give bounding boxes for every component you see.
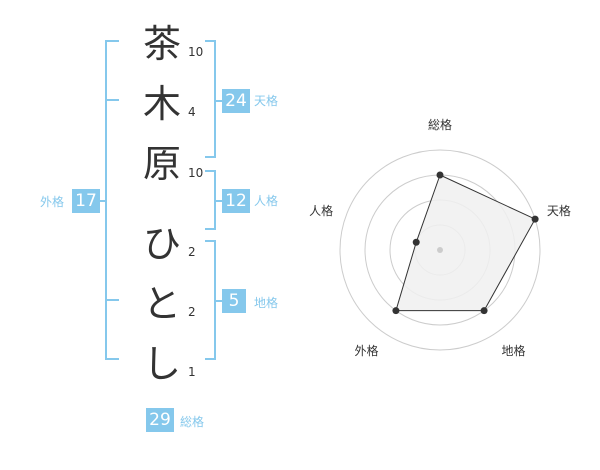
radar-point-3 xyxy=(480,307,488,315)
jinkaku-bracket-tick-bottom xyxy=(205,228,216,230)
gaikaku-badge: 17 xyxy=(72,189,100,213)
chikaku-bracket-connector xyxy=(214,300,222,302)
name-char-3: 原 xyxy=(142,142,181,186)
tenkaku-bracket-tick-top xyxy=(205,40,216,42)
chikaku-bracket-tick-bottom xyxy=(205,358,216,360)
radar-ring-4 xyxy=(339,149,541,351)
stroke-count-6: 1 xyxy=(188,365,196,379)
chikaku-label: 地格 xyxy=(254,296,279,310)
radar-polygon xyxy=(395,174,536,312)
tenkaku-label: 天格 xyxy=(254,94,279,108)
chikaku-bracket-tick-top xyxy=(205,240,216,242)
name-char-4: ひ xyxy=(142,222,181,266)
tenkaku-badge: 24 xyxy=(222,89,250,113)
name-char-5: と xyxy=(142,282,181,326)
stroke-count-4: 2 xyxy=(188,245,196,259)
radar-axis-label-5: 人格 xyxy=(309,204,334,219)
stroke-count-3: 10 xyxy=(188,166,204,180)
gaikaku-bracket-tick-top xyxy=(105,40,119,42)
tenkaku-bracket-vertical xyxy=(214,40,216,158)
stroke-count-2: 4 xyxy=(188,105,196,119)
radar-axis-label-2: 天格 xyxy=(546,204,571,219)
gaikaku-label: 外格 xyxy=(40,195,65,209)
radar-axis-label-1: 総格 xyxy=(428,118,453,132)
radar-center-dot xyxy=(437,247,443,253)
chikaku-badge: 5 xyxy=(222,289,246,313)
jinkaku-bracket-connector xyxy=(214,200,222,202)
stroke-count-1: 10 xyxy=(188,45,204,59)
radar-point-5 xyxy=(412,238,420,246)
gaikaku-bracket-tick-mid1 xyxy=(105,99,119,101)
gaikaku-bracket-tick-bottom xyxy=(105,358,119,360)
name-char-6: し xyxy=(142,342,181,386)
tenkaku-bracket-connector xyxy=(214,100,222,102)
gaikaku-bracket-tick-mid2 xyxy=(105,299,119,301)
name-char-1: 茶 xyxy=(142,22,181,66)
soukaku-label: 総格 xyxy=(180,415,205,429)
jinkaku-badge: 12 xyxy=(222,189,250,213)
tenkaku-bracket-tick-bottom xyxy=(205,156,216,158)
radar-point-2 xyxy=(531,215,539,223)
name-char-2: 木 xyxy=(142,82,181,126)
jinkaku-label: 人格 xyxy=(254,194,279,208)
soukaku-badge: 29 xyxy=(146,408,174,432)
jinkaku-bracket-tick-top xyxy=(205,170,216,172)
gaikaku-bracket-vertical xyxy=(105,40,107,360)
radar-point-1 xyxy=(436,171,444,179)
radar-axis-label-4: 外格 xyxy=(354,344,379,359)
radar-point-4 xyxy=(392,307,400,315)
stroke-count-5: 2 xyxy=(188,305,196,319)
radar-axis-label-3: 地格 xyxy=(501,344,526,359)
gaikaku-bracket-connector xyxy=(97,200,105,202)
